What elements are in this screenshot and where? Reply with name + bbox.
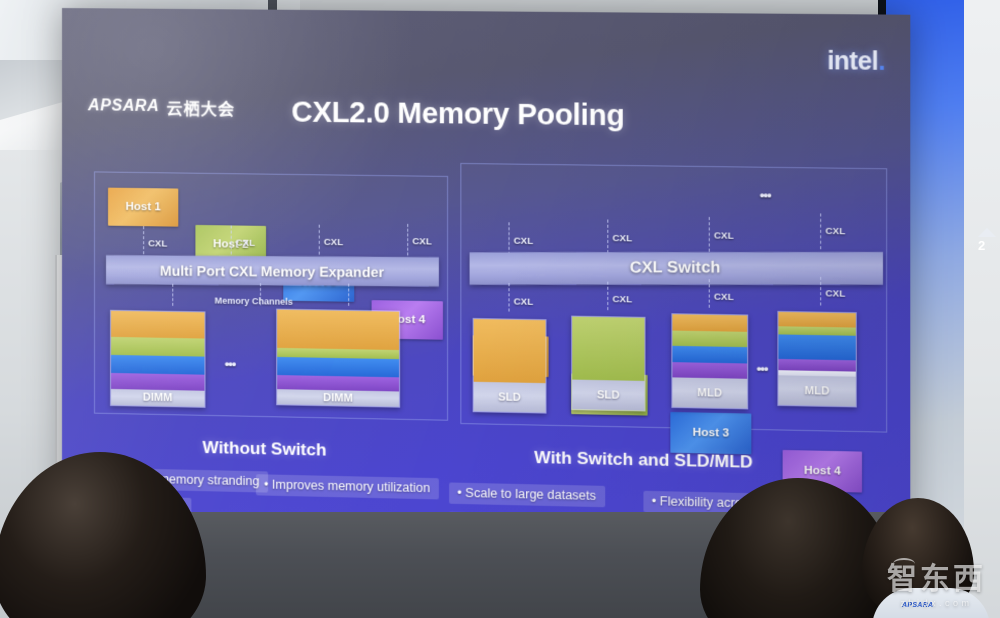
left-dimm-1-band-orange [111, 310, 205, 339]
right-uplink-label-3: CXL [713, 230, 734, 242]
bullet-left-2: • Improves memory utilization [255, 474, 440, 500]
left-modules-ellipsis: ••• [224, 355, 236, 372]
right-mld-1-band-green [672, 330, 748, 348]
left-dimm-2-band-orange [277, 309, 400, 351]
multiport-cxl-memory-expander-bar[interactable]: Multi Port CXL Memory Expander [106, 255, 439, 287]
left-cxl-link-3 [318, 224, 320, 260]
left-dimm-1-label: DIMM [111, 388, 205, 407]
left-memch-link-3 [348, 283, 350, 306]
section-heading-with-switch: With Switch and SLD/MLD [534, 447, 753, 472]
right-host-3-label: Host 3 [692, 426, 730, 440]
left-dimm-1[interactable]: DIMM [110, 309, 206, 408]
right-uplink-label-2: CXL [612, 232, 633, 245]
right-device-sld-2[interactable]: SLD [571, 315, 646, 412]
right-mld-1-band-blue [672, 345, 748, 364]
expander-label: Multi Port CXL Memory Expander [159, 262, 385, 280]
bullet-right-1: • Scale to large datasets [449, 482, 606, 508]
right-mld-1-label: MLD [672, 377, 748, 409]
left-cxl-link-2 [230, 225, 232, 260]
apsara-logo-en: APSARA [87, 97, 160, 116]
right-uplink-2 [607, 219, 609, 254]
right-mld-2-label: MLD [778, 375, 856, 407]
right-device-sld-1[interactable]: SLD [472, 317, 547, 414]
presentation-screen: APSARA 云栖大会 intel. CXL2.0 Memory Pooling… [62, 8, 911, 548]
audience-shoulder-right: APSARA [872, 588, 990, 618]
section-heading-without-switch: Without Switch [202, 437, 327, 460]
left-dimm-2-band-blue [277, 356, 400, 378]
left-dimm-2[interactable]: DIMM [276, 308, 401, 408]
left-host-1-label: Host 1 [125, 200, 161, 214]
left-cxl-link-4 [407, 223, 409, 261]
right-mld-1-band-orange [672, 314, 748, 332]
right-sld-2-band-green [572, 316, 645, 381]
left-cxl-label-1: CXL [148, 238, 168, 250]
venue-number-marker: 2 [978, 228, 996, 253]
right-downlink-3 [708, 279, 710, 308]
right-device-mld-2[interactable]: MLD [777, 310, 857, 408]
right-device-mld-1[interactable]: MLD [671, 313, 749, 410]
triangle-icon [978, 228, 996, 237]
left-dimm-1-band-blue [111, 354, 205, 375]
left-cxl-label-3: CXL [323, 236, 344, 249]
right-uplink-4 [820, 213, 822, 250]
right-sld-1-label: SLD [473, 381, 546, 413]
apsara-logo-cn: 云栖大会 [166, 101, 235, 119]
venue-right-edge-panel [964, 0, 1000, 618]
memory-channels-label: Memory Channels [214, 295, 293, 307]
intel-logo-text: intel [827, 46, 879, 76]
left-cxl-link-1 [143, 226, 145, 260]
left-memch-link-1 [172, 283, 174, 306]
right-downlink-label-4: CXL [825, 288, 846, 300]
right-uplink-3 [708, 217, 710, 252]
right-uplink-1 [508, 222, 510, 255]
apsara-conference-logo: APSARA 云栖大会 [88, 94, 235, 120]
audience-badge-text: APSARA [902, 602, 934, 609]
left-dimm-2-label: DIMM [277, 389, 400, 407]
right-mld-1-band-purple [672, 362, 748, 379]
right-mld-2-band-orange [778, 311, 856, 328]
right-sld-2-label: SLD [572, 379, 645, 411]
right-sld-1-band-orange [473, 319, 546, 384]
right-host-3[interactable]: Host 3 [670, 411, 752, 455]
right-downlink-label-3: CXL [713, 291, 734, 304]
slide-title: CXL2.0 Memory Pooling [291, 96, 625, 133]
right-devices-ellipsis: ••• [756, 360, 768, 377]
right-host-4-label: Host 4 [803, 464, 841, 478]
left-dimm-1-band-purple [111, 372, 205, 391]
right-downlink-2 [607, 281, 609, 311]
right-mld-2-band-blue [778, 334, 856, 361]
right-uplink-label-4: CXL [825, 225, 846, 238]
intel-logo: intel. [827, 47, 885, 77]
right-downlink-1 [508, 283, 510, 312]
left-dimm-1-band-green [111, 336, 205, 357]
left-host-1[interactable]: Host 1 [108, 187, 179, 227]
venue-marker-number: 2 [978, 238, 986, 253]
right-downlink-label-2: CXL [612, 293, 633, 306]
intel-logo-dot: . [878, 47, 886, 77]
right-downlink-4 [820, 276, 822, 306]
left-cxl-label-4: CXL [412, 236, 432, 248]
left-cxl-label-2: CXL [235, 237, 255, 249]
right-hosts-ellipsis: ••• [759, 187, 771, 203]
right-uplink-label-1: CXL [513, 235, 534, 248]
right-downlink-label-1: CXL [513, 296, 534, 308]
cxl-switch-label: CXL Switch [629, 259, 721, 277]
